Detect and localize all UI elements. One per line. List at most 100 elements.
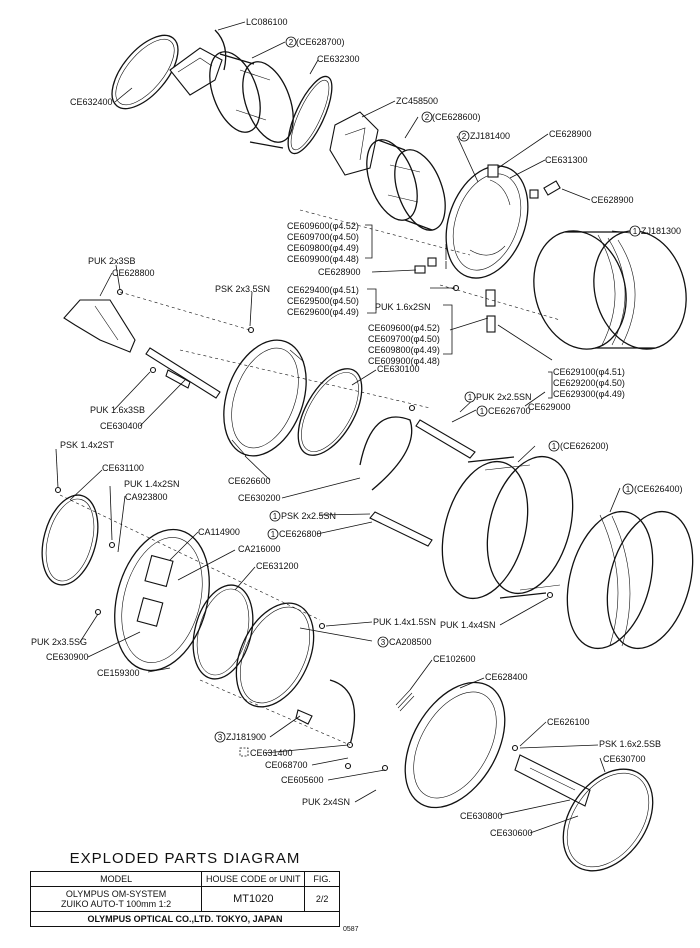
label-ce630200: CE630200 xyxy=(238,493,281,503)
part-zj181300-helicoid xyxy=(533,230,687,350)
part-ce632400-ring xyxy=(111,34,179,110)
label-ce628900-top: CE628900 xyxy=(549,129,592,139)
label-ca208500: CA208500 xyxy=(389,637,432,647)
label-ce609900-b: CE609900(φ4.48) xyxy=(368,356,440,366)
leader-lines xyxy=(55,21,641,834)
part-labels: LC086100 (CE628700) CE632300 CE632400 ZC… xyxy=(31,17,683,838)
label-ce628900-mid: CE628900 xyxy=(318,267,361,277)
label-ce629200: CE629200(φ4.50) xyxy=(553,378,625,388)
fig-cell: 2/2 xyxy=(304,886,340,912)
label-ce628900-right: CE628900 xyxy=(591,195,634,205)
label-ce628400: CE628400 xyxy=(485,672,528,682)
part-ce628700-barrel xyxy=(209,51,294,149)
label-puk14x2sn: PUK 1.4x2SN xyxy=(124,479,180,489)
company-cell: OLYMPUS OPTICAL CO.,LTD. TOKYO, JAPAN xyxy=(30,911,340,927)
label-ce631100: CE631100 xyxy=(102,463,144,473)
part-ce628900-pin xyxy=(487,164,561,199)
label-ce631200: CE631200 xyxy=(256,561,299,571)
label-puk2x35sg: PUK 2x3.5SG xyxy=(31,637,87,647)
label-ce626200: (CE626200) xyxy=(560,441,609,451)
part-ce630200-spring xyxy=(359,416,413,491)
part-ce626700-lever xyxy=(415,419,476,459)
qty-ca208500: 3 xyxy=(381,638,386,647)
label-ca923800: CA923800 xyxy=(125,492,168,502)
label-psk2x35sn: PSK 2x3.5SN xyxy=(215,284,270,294)
label-ce629000: CE629000 xyxy=(528,402,571,412)
part-ce630700-ring xyxy=(562,768,654,872)
qty-puk2x25sn: 1 xyxy=(468,393,473,402)
label-puk2x4sn: PUK 2x4SN xyxy=(302,797,350,807)
qty-ce628600: 2 xyxy=(425,113,430,122)
part-ce628800-lever xyxy=(63,299,136,353)
part-ce630100-ring xyxy=(297,368,363,456)
label-ce629400: CE629400(φ4.51) xyxy=(287,285,359,295)
label-ce609800-a: CE609800(φ4.49) xyxy=(287,243,359,253)
part-ce631200-ring xyxy=(192,584,254,680)
part-cam-pins xyxy=(414,257,496,333)
label-lc086100: LC086100 xyxy=(246,17,288,27)
document-code: 0587 xyxy=(343,926,359,933)
label-ce629100: CE629100(φ4.51) xyxy=(553,367,625,377)
label-ca114900: CA114900 xyxy=(198,527,240,537)
label-ce629600: CE629600(φ4.49) xyxy=(287,307,359,317)
label-ce609600-a: CE609600(φ4.52) xyxy=(287,221,359,231)
label-ce628600: (CE628600) xyxy=(432,112,481,122)
part-zj181400-ring xyxy=(445,165,529,279)
label-ca216000: CA216000 xyxy=(238,544,281,554)
label-puk2x3sb: PUK 2x3SB xyxy=(88,256,136,266)
part-ca208500-ring xyxy=(235,602,315,708)
label-ce068700: CE068700 xyxy=(265,760,308,770)
label-ce632400: CE632400 xyxy=(70,97,113,107)
label-ce609900-a: CE609900(φ4.48) xyxy=(287,254,359,264)
label-psk14x2st: PSK 1.4x2ST xyxy=(60,440,115,450)
screws xyxy=(54,284,554,772)
part-ce630400-link xyxy=(145,347,221,399)
label-psk16x25sb: PSK 1.6x2.5SB xyxy=(599,739,661,749)
part-zc458500-bracket xyxy=(329,111,379,176)
label-puk16x3sb: PUK 1.6x3SB xyxy=(90,405,145,415)
house-code-cell: MT1020 xyxy=(201,886,306,912)
part-ce102600-spring xyxy=(395,689,415,712)
label-ce609700-a: CE609700(φ4.50) xyxy=(287,232,359,242)
label-ce626800: CE626800 xyxy=(279,529,322,539)
part-ce630900-unit xyxy=(114,528,210,672)
part-ce630800-lever xyxy=(514,754,591,807)
title-block-table: MODEL HOUSE CODE or UNIT FIG. OLYMPUS OM… xyxy=(29,871,340,927)
label-ce629300: CE629300(φ4.49) xyxy=(553,389,625,399)
label-ce630100: CE630100 xyxy=(377,364,420,374)
label-ce609700-b: CE609700(φ4.50) xyxy=(368,334,440,344)
label-zj181400: ZJ181400 xyxy=(470,131,510,141)
header-fig: FIG. xyxy=(304,871,340,887)
qty-ce626700: 1 xyxy=(480,407,485,416)
part-ce626200-barrel xyxy=(441,455,574,600)
label-puk14x15sn: PUK 1.4x1.5SN xyxy=(373,617,436,627)
part-zj181900-spring xyxy=(295,679,356,746)
part-ce626800-lever xyxy=(369,511,433,547)
part-ce626600-mount xyxy=(223,339,307,457)
label-ce605600: CE605600 xyxy=(281,775,324,785)
title-block: EXPLODED PARTS DIAGRAM MODEL HOUSE CODE … xyxy=(29,850,340,927)
label-puk14x4sn: PUK 1.4x4SN xyxy=(440,620,496,630)
label-puk2x25sn: PUK 2x2.5SN xyxy=(476,392,532,402)
label-ce159300: CE159300 xyxy=(97,668,140,678)
label-ce628800: CE628800 xyxy=(112,268,155,278)
label-ce630400: CE630400 xyxy=(100,421,143,431)
part-ce632300-ring xyxy=(287,75,333,155)
model-line-2: ZUIKO AUTO-T 100mm 1:2 xyxy=(60,899,172,909)
diagram-heading: EXPLODED PARTS DIAGRAM xyxy=(69,850,301,867)
label-psk2x25sn: PSK 2x2.5SN xyxy=(281,511,336,521)
part-ce626400-helicoid xyxy=(566,510,694,650)
qty-psk2x25sn: 1 xyxy=(273,512,278,521)
label-ce102600: CE102600 xyxy=(433,654,476,664)
label-ce629500: CE629500(φ4.50) xyxy=(287,296,359,306)
quantity-markers: 2 2 2 1 1 1 1 1 1 1 3 3 xyxy=(214,36,641,743)
label-ce626100: CE626100 xyxy=(547,717,590,727)
header-house-code: HOUSE CODE or UNIT xyxy=(201,871,306,887)
header-model: MODEL xyxy=(29,871,203,887)
qty-ce626400: 1 xyxy=(626,485,631,494)
qty-zj181300: 1 xyxy=(633,227,638,236)
label-ce626600: CE626600 xyxy=(228,476,271,486)
qty-zj181900: 3 xyxy=(218,733,223,742)
label-ce632300: CE632300 xyxy=(317,54,360,64)
